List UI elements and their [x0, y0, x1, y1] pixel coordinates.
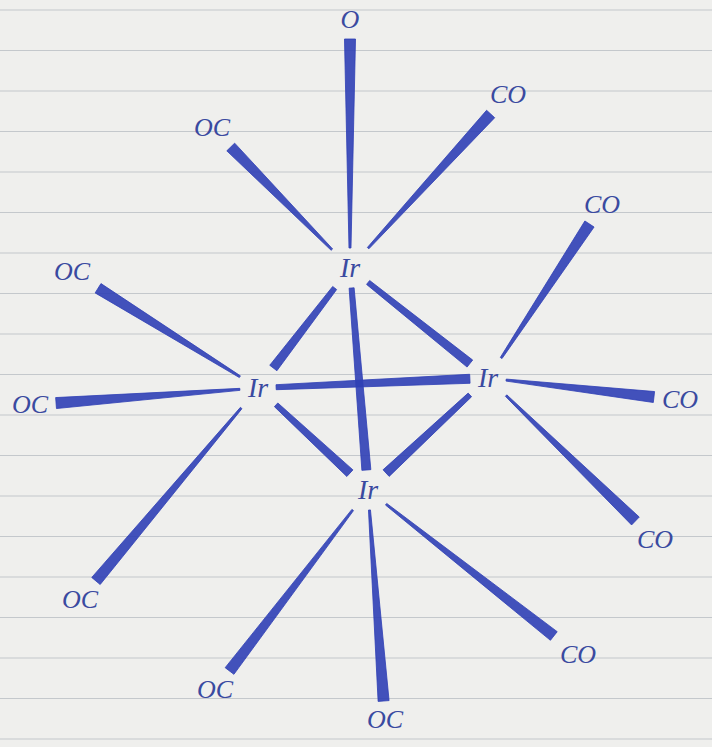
- carbonyl-bond: [56, 388, 240, 408]
- atom-symbol: Ir: [248, 374, 268, 402]
- carbonyl-ligand: OC: [50, 257, 94, 287]
- ruled-line: [0, 90, 712, 91]
- carbonyl-bond: [92, 407, 242, 584]
- ruled-line: [0, 738, 712, 739]
- atom-symbol: Ir: [478, 364, 498, 392]
- carbonyl-bond: [367, 110, 494, 249]
- metal-atom: Ir: [244, 372, 272, 404]
- carbonyl-ligand: CO: [486, 80, 530, 110]
- carbonyl-bond: [227, 143, 333, 250]
- carbonyl-bond: [368, 510, 389, 701]
- metal-atom: Ir: [354, 474, 382, 506]
- ruled-line: [0, 536, 712, 537]
- ruled-line: [0, 455, 712, 456]
- ruled-line: [0, 617, 712, 618]
- ruled-line: [0, 131, 712, 132]
- ligand-formula: OC: [12, 392, 48, 418]
- carbonyl-ligand: OC: [58, 585, 102, 615]
- ligand-formula: CO: [637, 527, 673, 553]
- carbonyl-bond: [506, 379, 655, 402]
- carbonyl-ligand: OC: [8, 390, 52, 420]
- metal-bond: [274, 403, 353, 477]
- carbonyl-ligand: CO: [556, 640, 600, 670]
- ligand-formula: CO: [490, 82, 526, 108]
- ligand-formula: OC: [62, 587, 98, 613]
- metal-atom: Ir: [336, 252, 364, 284]
- metal-atom: Ir: [474, 362, 502, 394]
- metal-bond: [367, 280, 473, 367]
- carbonyl-ligand: CO: [633, 525, 677, 555]
- carbonyl-ligand: OC: [363, 705, 407, 735]
- carbonyl-bond: [95, 284, 240, 378]
- metal-bond: [276, 374, 470, 389]
- ruled-line: [0, 50, 712, 51]
- atom-symbol: Ir: [340, 254, 360, 282]
- ligand-formula: CO: [662, 387, 698, 413]
- ruled-line: [0, 414, 712, 415]
- carbonyl-ligand: CO: [580, 190, 624, 220]
- carbonyl-bond: [500, 221, 594, 359]
- carbonyl-ligand: OC: [193, 675, 237, 705]
- carbonyl-bond: [385, 503, 557, 640]
- atom-symbol: Ir: [358, 476, 378, 504]
- metal-bond: [270, 286, 337, 370]
- carbonyl-bond: [344, 39, 355, 248]
- carbonyl-ligand: CO: [658, 385, 702, 415]
- carbonyl-ligand: O: [337, 5, 364, 35]
- carbonyl-bond: [225, 509, 353, 674]
- carbonyl-ligand: OC: [190, 113, 234, 143]
- metal-bond: [349, 288, 371, 471]
- ruled-line: [0, 698, 712, 699]
- ligand-formula: OC: [194, 115, 230, 141]
- ligand-formula: O: [341, 7, 360, 33]
- ligand-formula: OC: [367, 707, 403, 733]
- ruled-line: [0, 657, 712, 658]
- ruled-line: [0, 171, 712, 172]
- ligand-formula: OC: [197, 677, 233, 703]
- metal-bond: [383, 393, 472, 476]
- carbonyl-bond: [505, 395, 639, 525]
- ligand-formula: OC: [54, 259, 90, 285]
- ligand-formula: CO: [584, 192, 620, 218]
- ligand-formula: CO: [560, 642, 596, 668]
